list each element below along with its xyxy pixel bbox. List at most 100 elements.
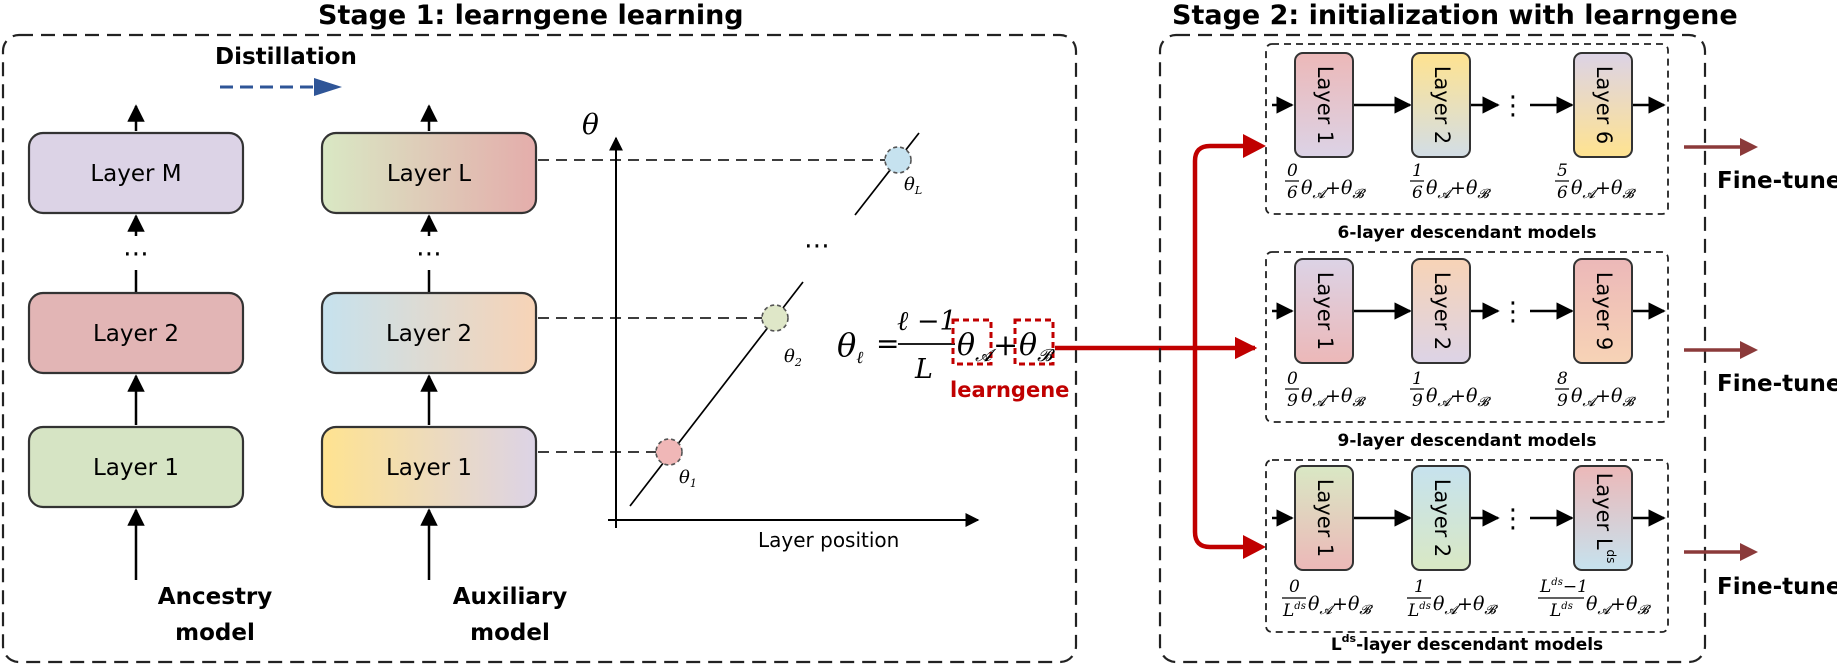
aux-dots: ⋯ [416, 239, 442, 269]
svg-text:1: 1 [1412, 369, 1423, 389]
group-9-formula-2: 1 9 θ𝓐+θ𝓑 [1410, 369, 1491, 411]
svg-text:8: 8 [1557, 369, 1568, 389]
stage1-title: Stage 1: learngene learning [318, 0, 744, 31]
fine-tune-arrow-1-head [1740, 138, 1758, 156]
descendant-group-9: Layer 1 Layer 2 ⋮ Layer 9 0 9 θ𝓐+θ𝓑 1 9 … [1265, 251, 1669, 451]
ancestry-layer-m-label: Layer M [90, 161, 181, 187]
group-6-caption: 6-layer descendant models [1338, 223, 1597, 243]
plot-point-2 [761, 304, 789, 332]
fine-tune-label-2: Fine-tune [1717, 371, 1837, 397]
svg-text:θ𝓐+θ𝓑: θ𝓐+θ𝓑 [1571, 385, 1636, 410]
group-lds-dots: ⋮ [1500, 504, 1526, 534]
group-lds-layer-last [1573, 465, 1633, 571]
group-9-box [1265, 251, 1669, 423]
group-lds-formula-last: Lds−1 Lds θ𝓐+θ𝓑 [1538, 577, 1651, 621]
ancestry-label-line2: model [175, 620, 255, 646]
ancestry-label-line1: Ancestry [158, 584, 272, 610]
group-9-formula-last: 8 9 θ𝓐+θ𝓑 [1555, 369, 1636, 411]
group-9-layer-1 [1294, 258, 1354, 364]
ancestry-layer-2 [27, 291, 245, 375]
group-9-layer-last-label: Layer 9 [1592, 272, 1616, 351]
svg-text:θ𝓐+θ𝓑: θ𝓐+θ𝓑 [1433, 593, 1498, 618]
svg-text:1: 1 [1414, 577, 1425, 597]
stage1-panel [1, 33, 1078, 664]
group-6-formula-1: 0 6 θ𝓐+θ𝓑 [1285, 161, 1366, 203]
aux-layer-2 [320, 291, 538, 375]
learngene-label: learngene [950, 378, 1069, 402]
group-lds-formula-2: 1 Lds θ𝓐+θ𝓑 [1407, 577, 1498, 621]
learngene-transfer-arrows [1055, 134, 1266, 559]
fine-tune-arrows: Fine-tune Fine-tune Fine-tune [1684, 138, 1837, 600]
svg-text:Lds: Lds [1549, 601, 1573, 621]
svg-text:Lds−1: Lds−1 [1539, 577, 1588, 597]
plot-point-l-label: θL [904, 174, 922, 197]
fine-tune-label-1: Fine-tune [1717, 168, 1837, 194]
aux-layer-1-label: Layer 1 [386, 455, 472, 481]
formula-theta-b: θ𝓑 [1019, 328, 1055, 366]
svg-text:θ𝓐+θ𝓑: θ𝓐+θ𝓑 [1426, 177, 1491, 202]
plot-point-2-label: θ2 [784, 346, 802, 369]
group-6-layer-last-label: Layer 6 [1592, 66, 1616, 145]
group-lds-layer-2-label: Layer 2 [1430, 479, 1454, 558]
auxiliary-model: Layer L ⋯ Layer 2 Layer 1 Auxiliary mode… [320, 104, 568, 646]
svg-text:θ𝓐+θ𝓑: θ𝓐+θ𝓑 [1586, 593, 1651, 618]
formula-numerator: ℓ −1 [897, 306, 957, 337]
aux-label-line1: Auxiliary [453, 584, 568, 610]
plot-line-upper [854, 132, 920, 216]
group-9-layer-last [1573, 258, 1633, 364]
svg-text:0: 0 [1287, 161, 1298, 181]
group-9-layer-1-label: Layer 1 [1313, 272, 1337, 351]
aux-label-line2: model [470, 620, 550, 646]
fine-tune-arrow-3-head [1740, 543, 1758, 561]
transfer-arrow-top-head [1243, 134, 1266, 158]
group-6-layer-2 [1411, 52, 1471, 158]
plot-point-1-label: θ1 [679, 467, 697, 490]
fine-tune-label-3: Fine-tune [1717, 574, 1837, 600]
transfer-arrow-bottom-head [1243, 535, 1266, 559]
stage2-panel [1158, 33, 1707, 664]
ancestry-model: Layer M ⋯ Layer 2 Layer 1 Ancestry model [27, 104, 272, 646]
aux-layer-l-label: Layer L [387, 161, 471, 187]
learngene-formula: θℓ = ℓ −1 L θ𝓐 + θ𝓑 learngene [837, 306, 1069, 402]
fine-tune-arrow-2-head [1740, 341, 1758, 359]
plot-point-l [884, 146, 912, 174]
svg-text:0: 0 [1287, 369, 1298, 389]
svg-text:Lds: Lds [1282, 601, 1306, 621]
group-lds-layer-last-label: Layer Lds [1592, 473, 1619, 564]
svg-text:Lds: Lds [1407, 601, 1431, 621]
svg-text:6: 6 [1287, 183, 1298, 203]
descendant-group-6: Layer 1 Layer 2 ⋮ Layer 6 0 6 θ𝓐+θ𝓑 1 6 … [1265, 43, 1669, 243]
ancestry-dots: ⋯ [123, 239, 149, 269]
svg-text:θ𝓐+θ𝓑: θ𝓐+θ𝓑 [1301, 177, 1366, 202]
formula-equals: = [876, 327, 899, 360]
svg-text:0: 0 [1289, 577, 1300, 597]
group-6-dots: ⋮ [1500, 91, 1526, 121]
svg-text:θ𝓐+θ𝓑: θ𝓐+θ𝓑 [1308, 593, 1373, 618]
plot-dots: ⋯ [804, 231, 830, 261]
svg-text:9: 9 [1412, 391, 1423, 411]
group-lds-layer-1-label: Layer 1 [1313, 479, 1337, 558]
group-lds-layer-2 [1411, 465, 1471, 571]
formula-lhs: θℓ [837, 326, 863, 368]
plot-x-label: Layer position [758, 528, 899, 552]
group-6-formula-last: 5 6 θ𝓐+θ𝓑 [1555, 161, 1636, 203]
svg-text:9: 9 [1287, 391, 1298, 411]
svg-text:θ𝓐+θ𝓑: θ𝓐+θ𝓑 [1571, 177, 1636, 202]
group-6-layer-2-label: Layer 2 [1430, 66, 1454, 145]
group-lds-box [1265, 459, 1669, 633]
learngene-box-b [1013, 318, 1055, 366]
distillation-arrow-head [314, 78, 342, 96]
group-6-layer-1-label: Layer 1 [1313, 66, 1337, 145]
plot-point-1 [655, 438, 683, 466]
aux-layer-2-label: Layer 2 [386, 321, 472, 347]
group-6-formula-2: 1 6 θ𝓐+θ𝓑 [1410, 161, 1491, 203]
group-lds-formula-1: 0 Lds θ𝓐+θ𝓑 [1282, 577, 1373, 621]
transfer-bracket [1192, 143, 1253, 550]
formula-denominator: L [914, 354, 933, 385]
group-6-box [1265, 43, 1669, 215]
ancestry-layer-1-label: Layer 1 [93, 455, 179, 481]
parameter-plot: θ Layer position ⋯ θ1 θ2 θL [582, 108, 980, 552]
group-9-layer-2-label: Layer 2 [1430, 272, 1454, 351]
group-lds-layer-1 [1294, 465, 1354, 571]
